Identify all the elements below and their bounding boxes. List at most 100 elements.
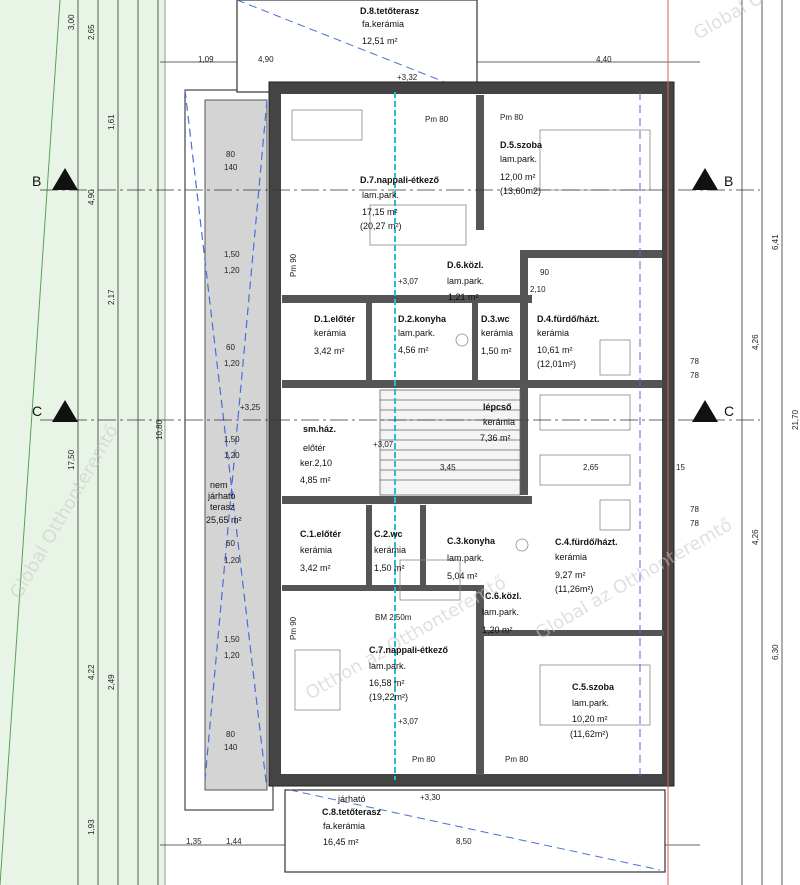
room-area: 3,42 m² (314, 346, 345, 356)
room-d4: D.4.fürdő/házt. kerámia 10,61 m² (12,01m… (537, 314, 600, 369)
room-name: C.4.fürdő/házt. (555, 537, 618, 547)
room-name: C.8.tetőterasz (322, 807, 382, 817)
dim-text: 2,49 (107, 674, 116, 690)
room-name: D.7.nappali-étkező (360, 175, 440, 185)
room-name: C.2.wc (374, 529, 403, 539)
room-floor: fa.kerámia (323, 821, 365, 831)
room-area: 10,61 m² (537, 345, 573, 355)
room-name: D.3.wc (481, 314, 510, 324)
room-c7: C.7.nappali-étkező lam.park. 16,58 m² (1… (369, 645, 449, 702)
window-height: 78 (690, 371, 699, 380)
dimension-lines-left (77, 0, 159, 885)
level-height: +3,32 (397, 73, 418, 82)
dim-text: 3,00 (67, 14, 76, 30)
dim-text: 17,50 (67, 449, 76, 470)
window-width: 60 (226, 539, 235, 548)
dim-text: 21,70 (791, 409, 800, 430)
site-area (0, 0, 165, 885)
window-width: 78 (690, 357, 699, 366)
dim-text: 15 (676, 463, 685, 472)
window-width: 80 (226, 150, 235, 159)
opening-labels: Pm 80 Pm 80 Pm 80 Pm 80 BM 2,50m 80 140 … (224, 113, 699, 764)
room-name: sm.ház. (303, 424, 336, 434)
dim-text: 2,17 (107, 289, 116, 305)
window-height: 78 (690, 519, 699, 528)
window-height: 1,20 (224, 266, 240, 275)
room-floor: kerámia (300, 545, 332, 555)
window-width: 80 (226, 730, 235, 739)
section-marker-b-right (692, 168, 718, 190)
window-width: 60 (226, 343, 235, 352)
room-d2: D.2.konyha lam.park. 4,56 m² (398, 314, 447, 355)
room-area: 9,27 m² (555, 570, 586, 580)
window-width: 1,50 (224, 635, 240, 644)
room-area: 12,00 m² (500, 172, 536, 182)
room-area: 12,51 m² (362, 36, 398, 46)
top-terrace (236, 0, 478, 93)
window-height: 1,20 (224, 556, 240, 565)
room-floor: lam.park. (447, 276, 484, 286)
dim-text: 2,65 (87, 24, 96, 40)
dim-text: 1,61 (107, 114, 116, 130)
room-name: D.5.szoba (500, 140, 543, 150)
dim-text: 4,26 (751, 334, 760, 350)
dim-text: 1,44 (226, 837, 242, 846)
room-d7: D.7.nappali-étkező lam.park. 17,15 m² (2… (360, 175, 440, 231)
room-common-hall: sm.ház. előtér ker.2,10 4,85 m² (300, 424, 336, 485)
door-height: 2,10 (530, 285, 546, 294)
section-marker-b-left (52, 168, 78, 190)
room-floor: lam.park. (572, 698, 609, 708)
room-d1: D.1.előtér kerámia 3,42 m² (314, 314, 356, 356)
dim-text: 1,93 (87, 819, 96, 835)
door-width: 90 (540, 268, 549, 277)
window-width: 1,50 (224, 435, 240, 444)
interior-walls (282, 95, 664, 775)
watermark: Global Otthonteremtő (690, 0, 800, 44)
dim-text: 4,90 (258, 55, 274, 64)
dimension-lines-right (741, 0, 783, 885)
window-height: 1,20 (224, 651, 240, 660)
room-floor: ker.2,10 (300, 458, 332, 468)
room-area-gross: (11,62m²) (570, 729, 608, 739)
dim-text: 1,35 (186, 837, 202, 846)
staircase (379, 389, 521, 496)
room-name: D.6.közl. (447, 260, 484, 270)
room-floor: lam.park. (447, 553, 484, 563)
room-floor: kerámia (537, 328, 569, 338)
room-area: 1,50 m² (374, 563, 405, 573)
window-width: 1,50 (224, 250, 240, 259)
room-area: 4,85 m² (300, 475, 331, 485)
room-name: C.3.konyha (447, 536, 496, 546)
room-area: 16,45 m² (323, 837, 359, 847)
room-floor: fa.kerámia (362, 19, 404, 29)
dim-text: 4,26 (751, 529, 760, 545)
room-d8: D.8.tetőterasz fa.kerámia 12,51 m² (360, 6, 420, 46)
door-label: Pm 80 (500, 113, 524, 122)
room-d6: D.6.közl. lam.park. 1,21 m² (447, 260, 484, 302)
room-name: C.7.nappali-étkező (369, 645, 449, 655)
room-area-gross: (12,01m²) (537, 359, 576, 369)
room-area-gross: (11,26m²) (555, 584, 593, 594)
room-c6: C.6.közl. lam.park. 1,20 m² (482, 591, 522, 635)
room-name-line2: járható (207, 491, 236, 501)
room-area: 3,42 m² (300, 563, 331, 573)
room-area: 17,15 m² (362, 207, 398, 217)
room-area-gross: (13,60m2) (500, 186, 541, 196)
room-area: 1,20 m² (482, 625, 513, 635)
level-height: +3,30 (420, 793, 441, 802)
room-c8: járható C.8.tetőterasz fa.kerámia 16,45 … (322, 794, 382, 847)
room-area: 4,56 m² (398, 345, 429, 355)
window-height: 140 (224, 743, 238, 752)
window-width: 78 (690, 505, 699, 514)
section-label-b: B (32, 173, 41, 189)
dim-text: 10,80 (155, 419, 164, 440)
section-label-c: C (724, 403, 734, 419)
room-floor: lam.park. (500, 154, 537, 164)
room-area-gross: (20,27 m²) (360, 221, 402, 231)
room-floor: kerámia (314, 328, 346, 338)
room-terrace: nem járható terasz 25,65 m² (206, 480, 242, 525)
room-area: 7,36 m² (480, 433, 511, 443)
terrace-area (204, 99, 268, 791)
dim-text: 6,30 (771, 644, 780, 660)
